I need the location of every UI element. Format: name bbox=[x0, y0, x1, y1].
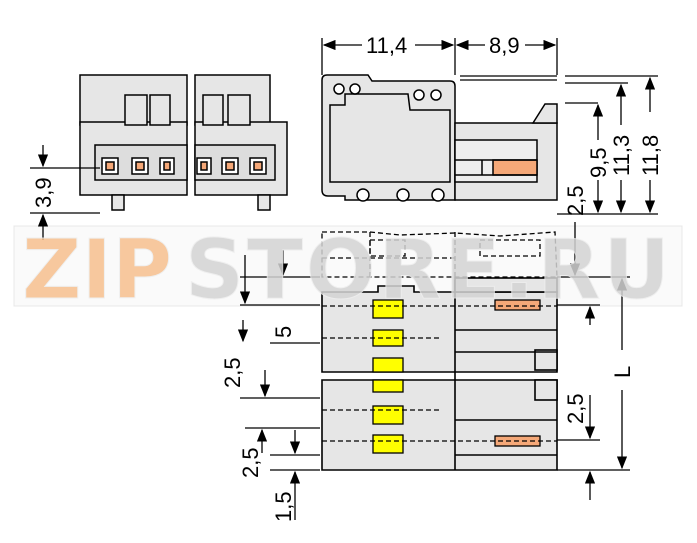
dim-bottom-offset: 1,5 bbox=[271, 491, 296, 522]
dim-height-1: 9,5 bbox=[586, 147, 611, 178]
dim-height-2: 11,3 bbox=[609, 135, 634, 176]
watermark: ZIP STORE.RU bbox=[22, 223, 671, 319]
watermark-orange: ZIP bbox=[22, 223, 172, 318]
dim-right-pitch-lower: 2,5 bbox=[563, 393, 588, 424]
dim-height-3: 11,8 bbox=[638, 135, 663, 176]
dim-top-pitch-right: 2,5 bbox=[563, 185, 588, 216]
dim-left-pitch: 2,5 bbox=[220, 357, 245, 388]
watermark-gray: STORE.RU bbox=[185, 223, 670, 318]
front-view bbox=[79, 74, 288, 211]
dim-side-length: 11,4 bbox=[366, 33, 407, 58]
top-view bbox=[321, 231, 558, 471]
dim-side-extension: 8,9 bbox=[489, 33, 520, 58]
dim-left-pitch-lower: 2,5 bbox=[238, 447, 263, 478]
dim-top-offset: 5 bbox=[271, 326, 296, 338]
dim-front-pitch: 3,9 bbox=[31, 177, 56, 208]
dim-total-length: L bbox=[610, 366, 635, 378]
side-view bbox=[321, 74, 558, 202]
